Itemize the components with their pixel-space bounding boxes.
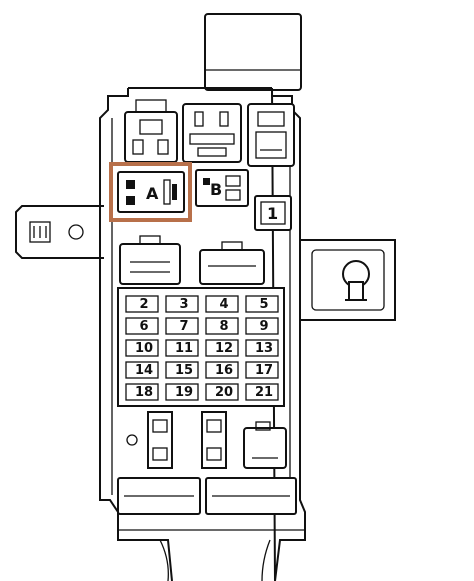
fuse-slot	[205, 339, 239, 357]
right-mounting-tab	[300, 239, 396, 321]
fuse-label: 16	[215, 363, 233, 378]
relay-1-label: 1	[267, 204, 278, 223]
fuse-label: 3	[179, 297, 188, 312]
fuse-label: 7	[179, 319, 188, 334]
fuse-slot	[245, 295, 279, 313]
fuse-label: 17	[255, 363, 273, 378]
fuse-label: 19	[175, 385, 193, 400]
fuse-label: 5	[259, 297, 268, 312]
fuse-grid: 2 3 4 5 6 7 8 9 10 11 12 13 14 15 16 17 18 19 20 21	[117, 287, 285, 407]
fuse-slot	[245, 317, 279, 335]
fuse-label: 18	[135, 385, 153, 400]
relay-a-label: A	[146, 184, 159, 203]
fuse-slot	[205, 383, 239, 401]
connector-bottom-right	[205, 477, 297, 515]
relay-a-highlight	[109, 162, 192, 222]
fuse-slot	[205, 317, 239, 335]
fuse-label: 13	[255, 341, 273, 356]
connector-lower-right	[243, 421, 287, 469]
connector-middle-right	[199, 241, 265, 285]
connector-bottom-left	[117, 477, 201, 515]
relay-1: 1	[254, 195, 292, 231]
diode-block-left	[126, 411, 173, 469]
fuse-slot	[205, 295, 239, 313]
fuse-slot	[245, 383, 279, 401]
fuse-slot	[125, 295, 159, 313]
fuse-slot	[125, 361, 159, 379]
connector-middle-left	[119, 235, 181, 285]
fuse-label: 12	[215, 341, 233, 356]
fuse-slot	[245, 339, 279, 357]
relay-b: B	[195, 169, 249, 207]
fuse-label: 4	[219, 297, 228, 312]
relay-socket-upper-left	[124, 99, 178, 163]
left-mounting-tab	[15, 205, 104, 259]
relay-socket-upper-right	[247, 103, 295, 167]
fuse-label: 2	[139, 297, 148, 312]
diode-block-center	[201, 411, 227, 469]
fuse-slot	[165, 361, 199, 379]
fuse-label: 14	[135, 363, 153, 378]
fuse-slot	[245, 361, 279, 379]
relay-b-label: B	[210, 180, 222, 199]
fuse-label: 11	[175, 341, 193, 356]
fuse-slot	[165, 317, 199, 335]
relay-socket-upper-center	[182, 103, 242, 163]
fuse-label: 10	[135, 341, 153, 356]
top-cover-block	[204, 13, 302, 91]
fuse-box-housing	[99, 87, 306, 581]
fuse-slot	[165, 295, 199, 313]
fuse-label: 15	[175, 363, 193, 378]
relay-a: A	[117, 171, 185, 213]
fuse-label: 20	[215, 385, 233, 400]
fuse-slot	[125, 339, 159, 357]
fuse-slot	[125, 317, 159, 335]
fuse-slot	[205, 361, 239, 379]
fuse-label: 6	[139, 319, 148, 334]
fuse-grid-frame	[117, 287, 285, 407]
fuse-label: 21	[255, 385, 273, 400]
fuse-label: 8	[219, 319, 228, 334]
fuse-label: 9	[259, 319, 268, 334]
fuse-slot	[125, 383, 159, 401]
fuse-slot	[165, 339, 199, 357]
fuse-slot	[165, 383, 199, 401]
